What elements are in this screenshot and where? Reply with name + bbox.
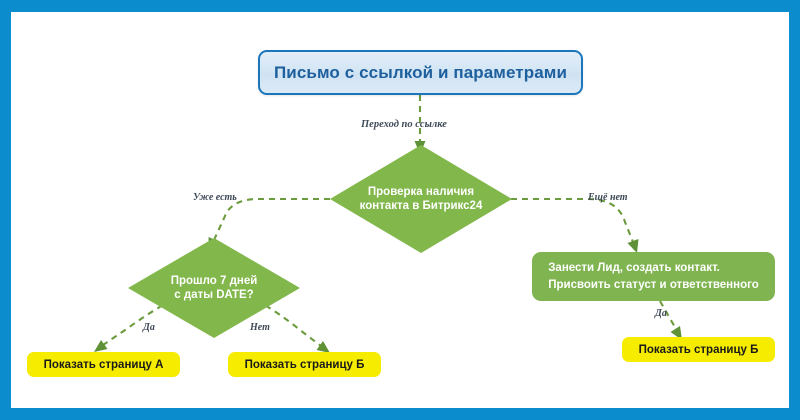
edge-check-to-lead [511,197,634,243]
edge-label-days-to-page-b: Нет [250,322,270,333]
node-create-lead-line2: Присвоить статуст и ответственного [548,278,759,291]
node-create-lead[interactable]: Занести Лид, создать контакт. Присвоить … [532,252,775,301]
node-start-email[interactable]: Письмо с ссылкой и параметрами [258,50,583,95]
node-check-days[interactable]: Прошло 7 дней с даты DATE? [128,238,300,338]
edge-label-lead-to-page-b: Да [655,308,667,319]
edge-label-start-to-check: Переход по ссылке [361,119,447,130]
diamond-shape-check-days [128,238,300,338]
edge-label-check-to-days: Уже есть [193,192,237,203]
node-start-email-label: Письмо с ссылкой и параметрами [273,62,567,82]
edge-lead-to-page-b [659,300,677,330]
arrowhead-lead-to-page-b [670,326,682,340]
arrowhead-days-to-page-b [316,341,330,353]
node-show-page-b-left[interactable]: Показать страницу Б [228,352,381,377]
node-show-page-b-right[interactable]: Показать страницу Б [622,337,775,362]
node-show-page-b-left-label: Показать страницу Б [244,358,365,371]
node-create-lead-line1: Занести Лид, создать контакт. [548,261,720,274]
edge-label-check-to-lead: Ещё нет [588,192,628,203]
frame-border-bottom [0,408,800,420]
frame-border-left [0,0,11,420]
frame-border-right [789,0,800,420]
diamond-shape-check-contact [330,145,512,253]
node-show-page-a[interactable]: Показать страницу А [27,352,180,377]
edge-label-days-to-page-a: Да [143,322,155,333]
arrowhead-days-to-page-a [94,340,108,352]
node-show-page-b-right-label: Показать страницу Б [638,343,759,356]
frame-border-top [0,0,800,12]
arrowhead-check-to-lead [627,239,639,253]
node-check-contact[interactable]: Проверка наличия контакта в Битрикс24 [330,145,512,253]
edge-check-to-days [213,197,330,241]
node-show-page-a-label: Показать страницу А [43,358,164,371]
